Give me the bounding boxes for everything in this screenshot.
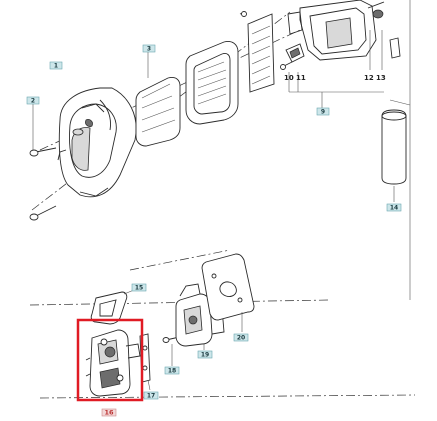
air-filter-cover xyxy=(57,87,137,198)
gasket-15 xyxy=(90,289,135,325)
air-box-housing xyxy=(239,0,385,61)
callout-10[interactable]: 10 xyxy=(284,74,294,82)
callout-9[interactable]: 9 xyxy=(316,107,330,116)
svg-text:20: 20 xyxy=(237,335,245,342)
intake-manifold xyxy=(175,283,225,350)
svg-text:2: 2 xyxy=(31,98,35,105)
svg-text:16: 16 xyxy=(104,409,114,417)
svg-text:15: 15 xyxy=(135,285,143,292)
heat-shield-20 xyxy=(201,253,255,332)
filter-cartridge xyxy=(381,109,407,202)
pre-filter-foam xyxy=(135,52,181,147)
callout-17[interactable]: 17 xyxy=(143,391,159,400)
callout-20[interactable]: 20 xyxy=(233,333,249,342)
callout-16[interactable]: 16 xyxy=(101,408,117,417)
choke-bracket xyxy=(280,43,384,108)
callout-1[interactable]: 1 xyxy=(49,61,63,70)
callout-15[interactable]: 15 xyxy=(131,283,147,292)
carburetor-body xyxy=(85,329,141,397)
callout-14[interactable]: 14 xyxy=(386,203,402,212)
svg-text:1: 1 xyxy=(54,63,58,70)
parts-12-13-leaders xyxy=(369,30,401,70)
cover-screws xyxy=(29,104,57,221)
svg-text:14: 14 xyxy=(390,205,398,212)
svg-text:17: 17 xyxy=(147,393,155,400)
filter-grid-plate xyxy=(247,13,275,93)
callout-11[interactable]: 11 xyxy=(296,74,306,82)
callout-18[interactable]: 18 xyxy=(164,366,180,375)
callout-19[interactable]: 19 xyxy=(197,350,213,359)
svg-text:3: 3 xyxy=(147,46,151,53)
callout-3[interactable]: 3 xyxy=(142,44,156,53)
callout-13[interactable]: 13 xyxy=(376,74,386,82)
callout-2[interactable]: 2 xyxy=(26,96,40,105)
svg-text:18: 18 xyxy=(168,368,176,375)
callout-12[interactable]: 12 xyxy=(364,74,374,82)
filter-element-frame xyxy=(185,41,239,125)
highlight-box xyxy=(76,318,144,402)
svg-text:19: 19 xyxy=(201,352,209,359)
svg-text:9: 9 xyxy=(321,109,325,116)
